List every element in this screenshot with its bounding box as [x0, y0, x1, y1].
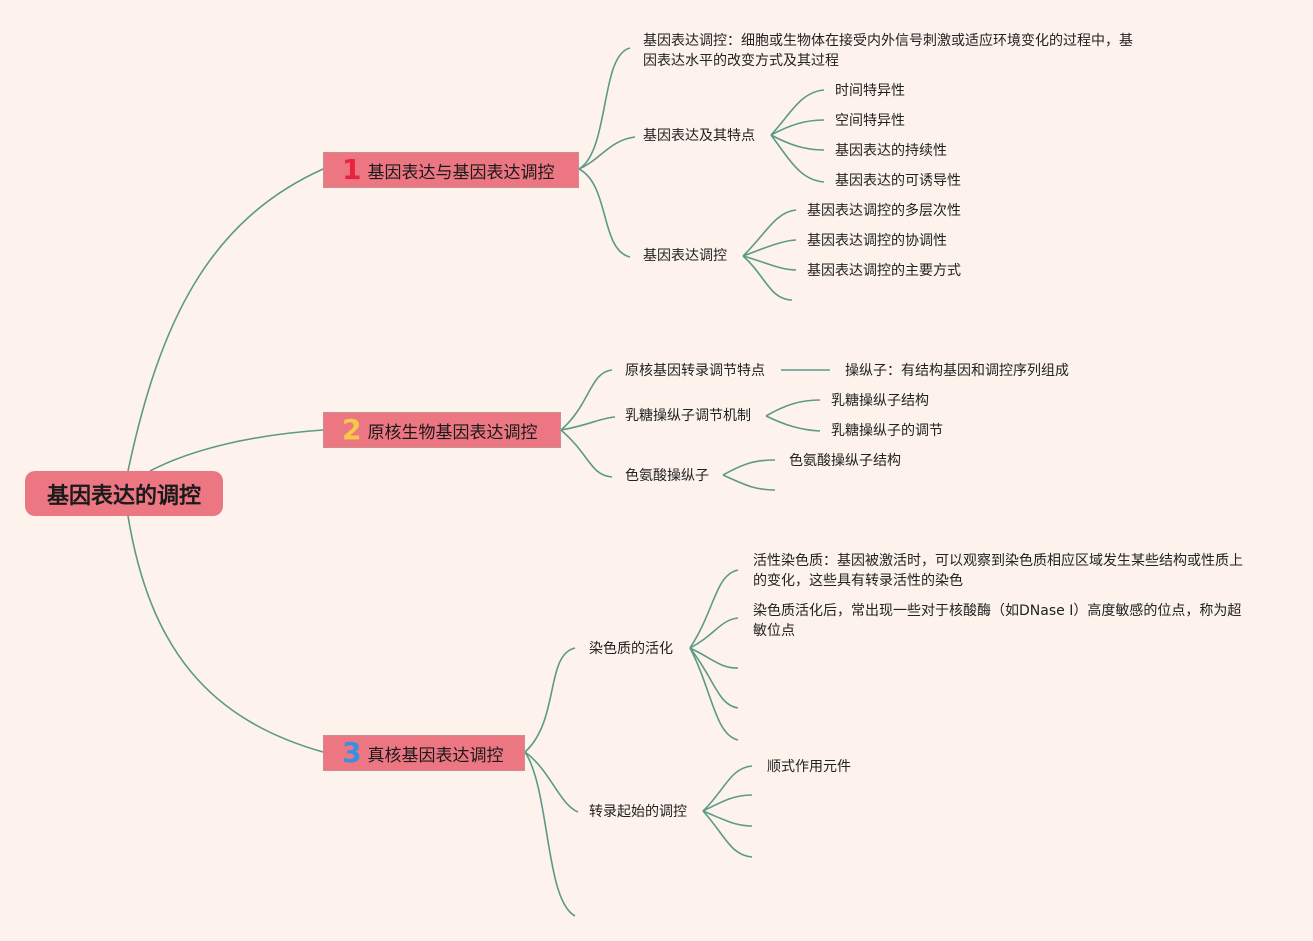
link-chrom-1 [689, 569, 739, 649]
initiation-node[interactable]: 转录起始的调控 [589, 804, 687, 820]
chromatin-item-active[interactable]: 活性染色质：基因被激活时，可以观察到染色质相应区域发生某些结构或性质上的变化，这… [753, 553, 1243, 589]
link-b1-def [578, 47, 631, 170]
feature-item-space[interactable]: 空间特异性 [835, 113, 905, 129]
link-chrom-4 [689, 647, 739, 709]
branch-node-2[interactable]: 2 原核生物基因表达调控 [323, 412, 561, 448]
lac-item-structure[interactable]: 乳糖操纵子结构 [831, 393, 929, 409]
root-node[interactable]: 基因表达的调控 [25, 471, 223, 516]
lac-item-regulation[interactable]: 乳糖操纵子的调节 [831, 423, 943, 439]
link-b2-trp [560, 429, 613, 478]
lac-node[interactable]: 乳糖操纵子调节机制 [625, 408, 751, 424]
link-chrom-5 [689, 647, 739, 741]
link-reg-4 [742, 255, 793, 301]
branch-number-1: 1 [342, 153, 362, 186]
branch-number-3: 3 [342, 736, 362, 769]
link-chrom-2 [689, 617, 739, 649]
link-trp-2 [722, 474, 776, 491]
chromatin-item-hypersensitive[interactable]: 染色质活化后，常出现一些对于核酸酶（如DNase I）高度敏感的位点，称为超敏位… [753, 603, 1242, 639]
link-lac-2 [765, 415, 821, 432]
link-init-3 [702, 810, 753, 827]
link-b1-reg [578, 168, 631, 258]
link-b2-trans [560, 369, 613, 431]
link-reg-1 [742, 209, 797, 257]
link-root-b2 [149, 429, 324, 472]
feature-item-inducibility[interactable]: 基因表达的可诱导性 [835, 173, 961, 189]
trp-item-structure[interactable]: 色氨酸操纵子结构 [789, 453, 901, 469]
definition-text[interactable]: 基因表达调控：细胞或生物体在接受内外信号刺激或适应环境变化的过程中，基因表达水平… [643, 33, 1133, 69]
link-b3-extra [524, 751, 576, 917]
branch-number-2: 2 [342, 413, 362, 446]
feature-item-time[interactable]: 时间特异性 [835, 83, 905, 99]
link-feat-3 [770, 134, 825, 151]
branch-label-2: 原核生物基因表达调控 [367, 422, 538, 443]
link-feat-1 [770, 89, 825, 136]
link-root-b3 [127, 515, 324, 753]
branch-label-3: 真核基因表达调控 [367, 745, 504, 766]
link-feat-2 [770, 119, 825, 136]
branch-label-1: 基因表达与基因表达调控 [367, 162, 555, 183]
link-b2-lac [560, 416, 616, 431]
regulation-item-levels[interactable]: 基因表达调控的多层次性 [807, 203, 961, 219]
regulation-item-coordination[interactable]: 基因表达调控的协调性 [807, 233, 947, 249]
initiation-item-cis[interactable]: 顺式作用元件 [767, 759, 851, 775]
regulation-node[interactable]: 基因表达调控 [643, 248, 727, 264]
operon-text[interactable]: 操纵子：有结构基因和调控序列组成 [845, 363, 1069, 379]
regulation-item-modes[interactable]: 基因表达调控的主要方式 [807, 263, 961, 279]
link-chrom-3 [689, 647, 739, 669]
transcription-node[interactable]: 原核基因转录调节特点 [625, 363, 765, 379]
link-reg-3 [742, 255, 797, 271]
link-b1-feature [578, 136, 636, 170]
link-b3-init [524, 751, 579, 813]
link-init-4 [702, 810, 753, 858]
link-lac-1 [765, 399, 821, 417]
feature-item-continuity[interactable]: 基因表达的持续性 [835, 143, 947, 159]
link-init-1 [702, 765, 753, 812]
link-root-b1 [127, 168, 324, 472]
branch-node-1[interactable]: 1 基因表达与基因表达调控 [323, 152, 579, 188]
branch-node-3[interactable]: 3 真核基因表达调控 [323, 735, 525, 771]
link-init-2 [702, 794, 753, 812]
link-reg-2 [742, 239, 797, 257]
link-b3-chrom [524, 647, 576, 753]
trp-node[interactable]: 色氨酸操纵子 [625, 468, 709, 484]
chromatin-node[interactable]: 染色质的活化 [589, 641, 673, 657]
link-trp-1 [722, 459, 776, 476]
link-feat-4 [770, 134, 825, 183]
feature-node[interactable]: 基因表达及其特点 [643, 128, 755, 144]
